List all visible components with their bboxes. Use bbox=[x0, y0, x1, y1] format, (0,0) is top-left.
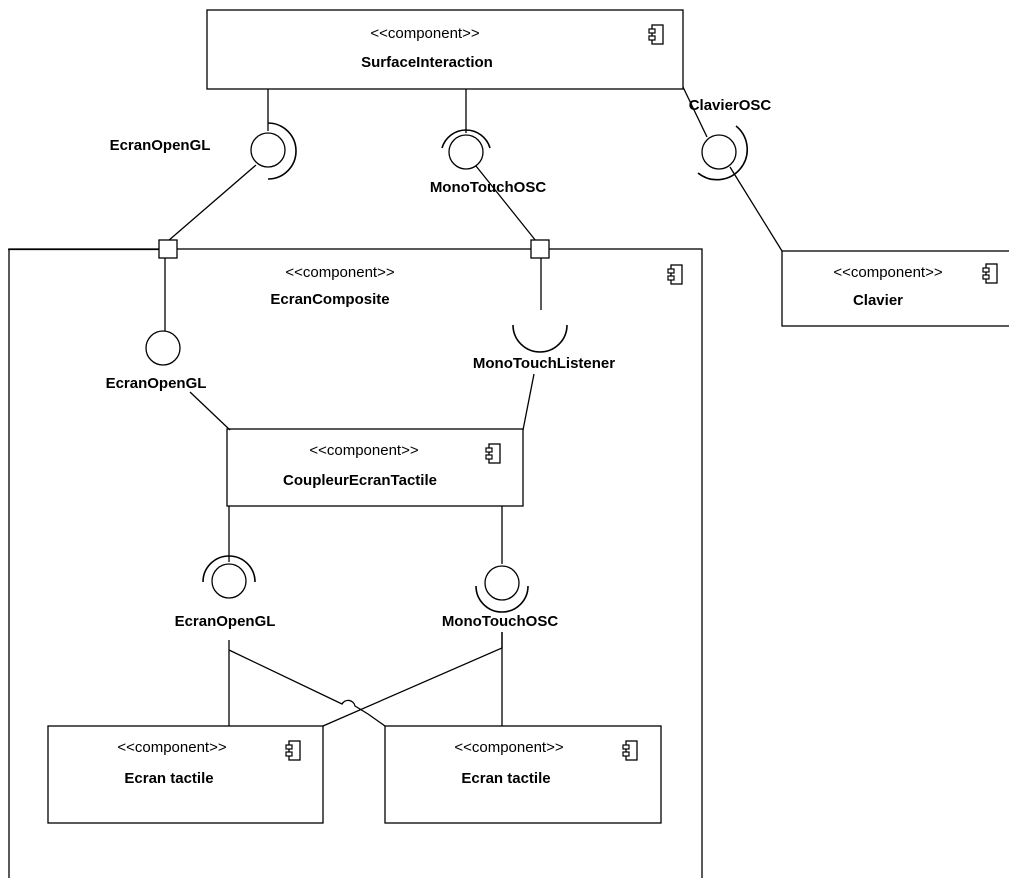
provided-interface-ball bbox=[250, 132, 286, 168]
stereotype-label: <<component>> bbox=[833, 264, 942, 281]
interface-monotouch-listener[interactable]: MonoTouchListener bbox=[473, 258, 615, 431]
interface-inner-ecran-opengl[interactable]: EcranOpenGL bbox=[106, 258, 231, 431]
provided-interface-ball bbox=[448, 134, 484, 170]
interface-label: MonoTouchOSC bbox=[442, 613, 559, 630]
stereotype-label: <<component>> bbox=[285, 264, 394, 281]
component-clavier[interactable]: <<component>> Clavier bbox=[781, 250, 1009, 327]
port-monotouch[interactable] bbox=[530, 239, 550, 259]
component-name: Ecran tactile bbox=[461, 770, 550, 787]
interface-bottom-monotouch-osc[interactable]: MonoTouchOSC bbox=[442, 506, 559, 726]
interface-clavier-osc[interactable]: ClavierOSC bbox=[682, 86, 783, 252]
port-ecran-opengl[interactable] bbox=[158, 239, 178, 259]
component-ecran-tactile-left[interactable]: <<component>> Ecran tactile bbox=[47, 725, 324, 824]
connector-crossing-to-right bbox=[228, 649, 386, 727]
interface-label: EcranOpenGL bbox=[175, 613, 276, 630]
required-interface-socket bbox=[202, 555, 256, 583]
required-interface-socket bbox=[512, 324, 568, 353]
connector-crossing-to-left bbox=[322, 632, 503, 727]
stereotype-label: <<component>> bbox=[370, 25, 479, 42]
interface-label: ClavierOSC bbox=[689, 97, 772, 114]
interface-bottom-ecran-opengl[interactable]: EcranOpenGL bbox=[175, 506, 276, 726]
component-name: SurfaceInteraction bbox=[361, 54, 493, 71]
provided-interface-ball bbox=[484, 565, 520, 601]
component-coupleur-ecran-tactile[interactable]: <<component>> CoupleurEcranTactile bbox=[226, 428, 524, 507]
stereotype-label: <<component>> bbox=[454, 739, 563, 756]
interface-label: EcranOpenGL bbox=[110, 137, 211, 154]
required-interface-socket bbox=[475, 585, 529, 613]
stereotype-label: <<component>> bbox=[309, 442, 418, 459]
component-name: Ecran tactile bbox=[124, 770, 213, 787]
component-surface-interaction[interactable]: <<component>> SurfaceInteraction bbox=[206, 9, 684, 90]
interface-top-monotouch-osc[interactable]: MonoTouchOSC bbox=[430, 89, 547, 242]
interface-label: EcranOpenGL bbox=[106, 375, 207, 392]
stereotype-label: <<component>> bbox=[117, 739, 226, 756]
component-name: Clavier bbox=[853, 292, 903, 309]
component-name: EcranComposite bbox=[270, 291, 389, 308]
component-name: CoupleurEcranTactile bbox=[283, 472, 437, 489]
required-interface-socket bbox=[267, 122, 297, 180]
interface-label: MonoTouchListener bbox=[473, 355, 615, 372]
interface-top-ecran-opengl[interactable]: EcranOpenGL bbox=[110, 89, 297, 242]
provided-interface-ball bbox=[145, 330, 181, 366]
provided-interface-ball bbox=[211, 563, 247, 599]
component-ecran-tactile-right[interactable]: <<component>> Ecran tactile bbox=[384, 725, 662, 824]
interface-label: MonoTouchOSC bbox=[430, 179, 547, 196]
provided-interface-ball bbox=[701, 134, 737, 170]
required-interface-socket bbox=[441, 129, 491, 149]
required-interface-socket bbox=[697, 125, 749, 181]
